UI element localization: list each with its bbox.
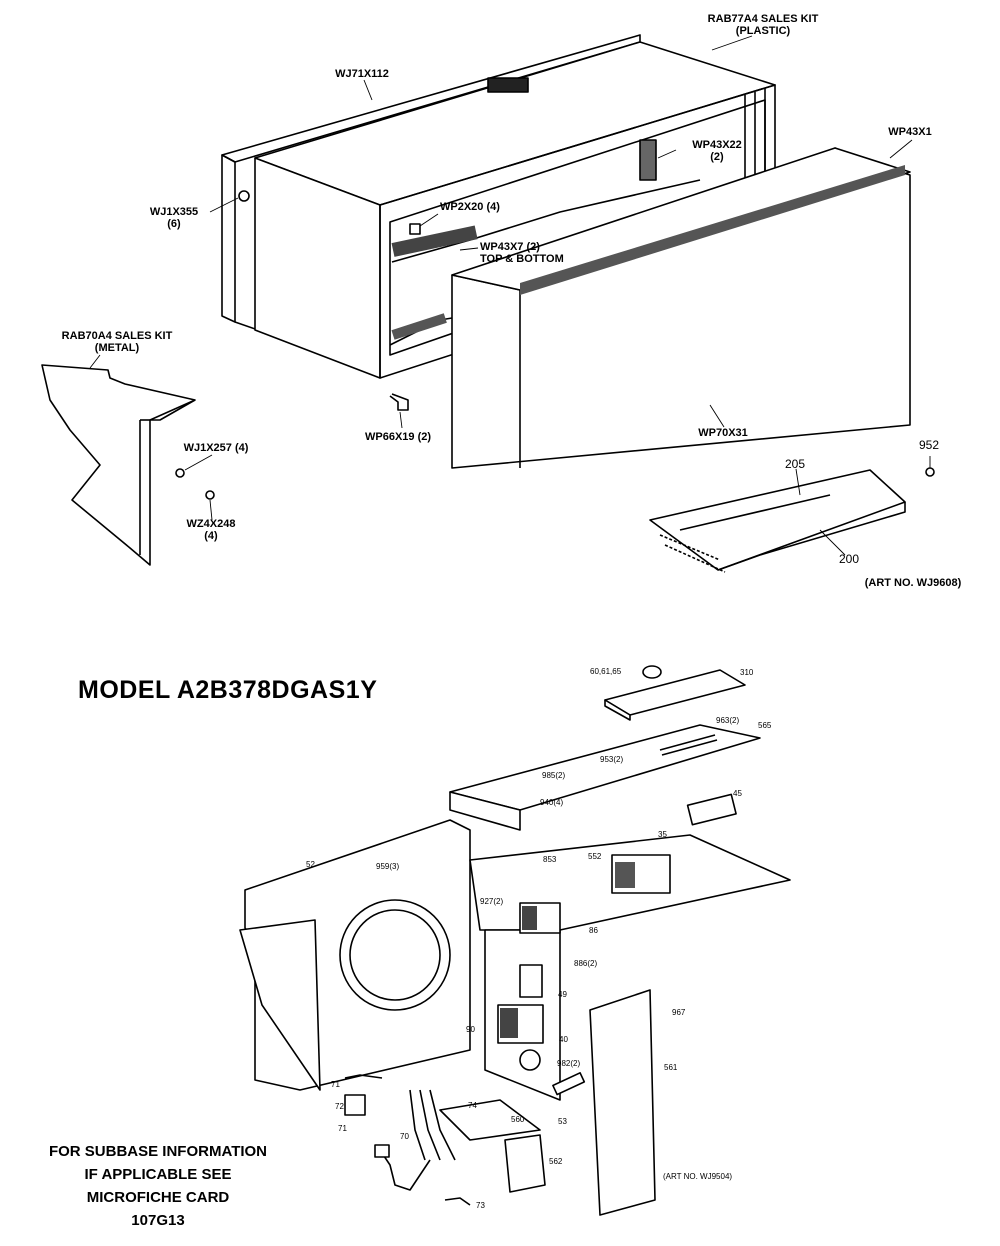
subbase-note-line3: MICROFICHE CARD: [86, 1189, 230, 1206]
model-title: MODEL A2B378DGAS1Y: [78, 676, 378, 704]
label-71-top: 71: [331, 1080, 340, 1089]
label-72: 72: [335, 1102, 344, 1111]
label-565: 565: [758, 721, 772, 730]
label-562: 562: [549, 1157, 563, 1166]
label-wz4x248-part: WZ4X248: [186, 518, 236, 530]
kit-plastic-line2: (PLASTIC): [735, 25, 791, 37]
kit-metal-label: RAB70A4 SALES KIT (METAL): [62, 330, 173, 354]
kit-metal-line2: (METAL): [94, 342, 140, 354]
label-wp43x7-part: WP43X7 (2): [480, 241, 540, 253]
label-70: 70: [400, 1132, 409, 1141]
label-wp43x1: WP43X1: [888, 126, 932, 138]
label-wj1x355-part: WJ1X355: [149, 206, 199, 218]
metal-kit-panel: [41, 364, 215, 566]
chassis-assembly: [239, 665, 791, 1216]
label-wz4x248: WZ4X248 (4): [187, 518, 236, 542]
label-wp43x22-part: WP43X22: [692, 139, 742, 151]
label-wp43x22: WP43X22 (2): [692, 139, 742, 163]
leader-lines: [89, 35, 931, 556]
label-53: 53: [558, 1117, 567, 1126]
label-953: 953(2): [600, 755, 624, 764]
label-wp43x7-note: TOP & BOTTOM: [480, 253, 564, 265]
label-wp43x22-qty: (2): [710, 151, 724, 163]
label-wj1x355: WJ1X355 (6): [150, 206, 198, 230]
label-40: 40: [559, 1035, 568, 1044]
label-wp66x19: WP66X19 (2): [364, 431, 432, 443]
kit-plastic-line1: RAB77A4 SALES KIT: [707, 13, 819, 25]
label-74: 74: [468, 1101, 477, 1110]
label-205: 205: [784, 457, 806, 471]
label-90: 90: [466, 1025, 475, 1034]
label-wj1x257: WJ1X257 (4): [183, 442, 249, 454]
front-panel: [451, 147, 911, 469]
label-45: 45: [733, 789, 742, 798]
label-wj71x112: WJ71X112: [335, 68, 389, 80]
subbase-note-line1: FOR SUBBASE INFORMATION: [48, 1143, 268, 1160]
subbase-note: FOR SUBBASE INFORMATION IF APPLICABLE SE…: [49, 1140, 267, 1232]
label-wp43x7: WP43X7 (2) TOP & BOTTOM: [480, 241, 564, 265]
label-552: 552: [588, 852, 602, 861]
label-952: 952: [918, 438, 940, 452]
art-number-bottom: (ART NO. WJ9504): [663, 1172, 733, 1181]
label-60-61-65: 60,61,65: [590, 667, 622, 676]
label-560: 560: [511, 1115, 525, 1124]
label-963: 963(2): [716, 716, 740, 725]
base-pan: [649, 467, 935, 573]
label-35: 35: [658, 830, 667, 839]
kit-plastic-label: RAB77A4 SALES KIT (PLASTIC): [708, 13, 819, 37]
subbase-note-line4: 107G13: [131, 1212, 185, 1229]
label-982: 982(2): [557, 1059, 581, 1068]
bracket-wp66x19: [389, 393, 409, 411]
label-wp2x20: WP2X20 (4): [440, 201, 500, 213]
label-967: 967: [672, 1008, 686, 1017]
label-wp70x31: WP70X31: [698, 427, 748, 439]
label-49: 49: [558, 990, 567, 999]
label-886: 886(2): [574, 959, 598, 968]
label-310: 310: [740, 668, 754, 677]
label-73: 73: [476, 1201, 485, 1210]
subbase-note-line2: IF APPLICABLE SEE: [84, 1166, 232, 1183]
label-200: 200: [838, 552, 860, 566]
label-561: 561: [664, 1063, 678, 1072]
label-wz4x248-qty: (4): [204, 530, 218, 542]
label-853: 853: [543, 855, 557, 864]
kit-metal-line1: RAB70A4 SALES KIT: [61, 330, 173, 342]
label-52: 52: [306, 860, 315, 869]
label-959: 959(3): [376, 862, 400, 871]
label-927: 927(2): [480, 897, 504, 906]
label-71-bottom: 71: [338, 1124, 347, 1133]
label-wj1x355-qty: (6): [167, 218, 181, 230]
label-985: 985(2): [542, 771, 566, 780]
label-940: 940(4): [540, 798, 564, 807]
label-86: 86: [589, 926, 598, 935]
art-number-top: (ART NO. WJ9608): [864, 577, 962, 589]
